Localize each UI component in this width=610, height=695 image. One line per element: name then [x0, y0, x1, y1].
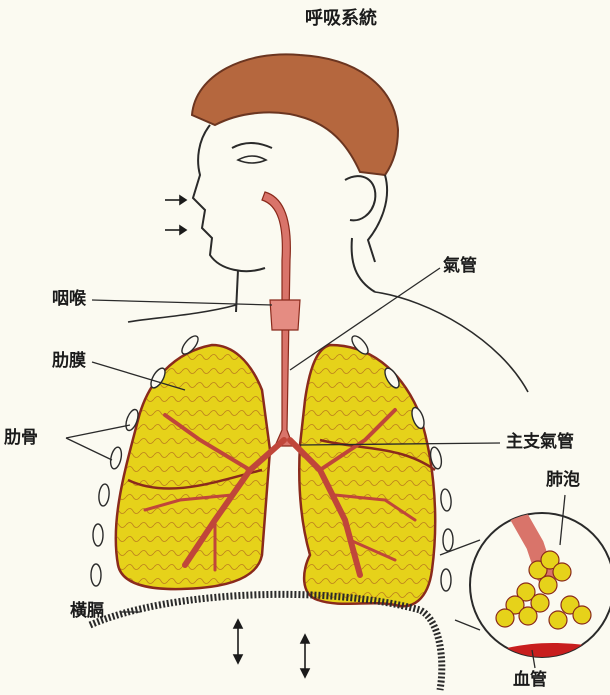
ear: [345, 176, 375, 220]
head-outline: [193, 125, 265, 271]
label-pharynx-larynx: 咽喉: [52, 291, 86, 308]
left-shoulder: [128, 305, 236, 322]
diagram-title: 呼吸系統: [305, 10, 377, 28]
neck-left: [236, 270, 238, 312]
arrow-up-down-icon: [234, 620, 309, 677]
back-of-head: [368, 175, 387, 262]
label-pleura: 肋膜: [52, 353, 86, 370]
label-diaphragm: 橫膈: [70, 603, 104, 620]
label-main-bronchus: 主支氣管: [506, 434, 574, 451]
alveoli-magnifier: [470, 510, 610, 695]
eye: [238, 156, 266, 163]
neck-right: [352, 238, 375, 292]
label-ribs: 肋骨: [4, 430, 38, 447]
label-trachea: 氣管: [443, 258, 477, 275]
brow: [232, 143, 272, 148]
hair: [192, 54, 398, 175]
label-alveoli: 肺泡: [546, 472, 580, 489]
arrow-right-icon: [165, 196, 186, 234]
diaphragm: [90, 594, 442, 690]
larynx: [270, 300, 300, 330]
label-blood-vessel: 血管: [513, 672, 547, 689]
